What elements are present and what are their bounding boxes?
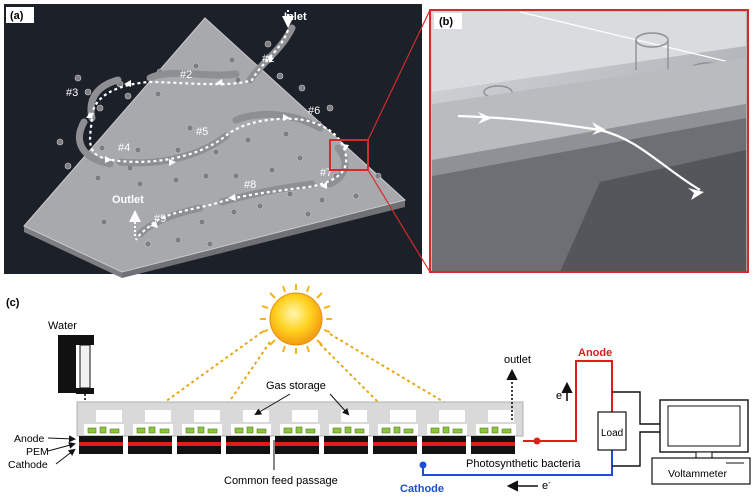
load-box bbox=[597, 411, 627, 451]
chip-side-left bbox=[24, 226, 122, 278]
panel-a: Inlet Outlet #1 #2 #3 #4 #5 #6 #7 #8 #9 … bbox=[4, 4, 422, 278]
chamber-label-3: #3 bbox=[66, 87, 78, 99]
panel-a-tag-box bbox=[6, 7, 34, 23]
load-label: Load bbox=[601, 428, 623, 439]
electrode-stack bbox=[79, 436, 515, 454]
panel-b: (b) bbox=[429, 9, 749, 273]
chamber-label-6: #6 bbox=[308, 105, 320, 117]
gas-storage-pointers bbox=[254, 393, 350, 416]
flow-arrows bbox=[86, 56, 349, 228]
cathode-wire bbox=[422, 450, 613, 476]
edge-highlight bbox=[519, 11, 747, 67]
voltammeter-leads bbox=[612, 391, 662, 467]
chamber-label-5: #5 bbox=[196, 126, 208, 138]
panel-b-tag-box bbox=[434, 13, 462, 29]
voltammeter-icon bbox=[651, 399, 751, 485]
outlet-label-c: outlet bbox=[504, 354, 531, 366]
bacteria-icons bbox=[87, 426, 512, 434]
pem-layer-label: PEM bbox=[26, 446, 49, 458]
voltammeter-label: Voltammeter bbox=[668, 468, 727, 480]
anode-layer-label: Anode bbox=[14, 433, 45, 445]
anode-wire bbox=[523, 360, 613, 442]
chamber-label-8: #8 bbox=[244, 179, 256, 191]
panel-c: (c) Water bbox=[6, 284, 751, 495]
channel-floor-edge bbox=[432, 104, 746, 176]
gas-storage-label: Gas storage bbox=[266, 380, 326, 392]
zoom-connector-top bbox=[367, 9, 431, 141]
zoom-box bbox=[329, 139, 369, 171]
flow-path bbox=[88, 29, 348, 241]
channel-shadow bbox=[560, 150, 746, 272]
panel-c-tag: (c) bbox=[6, 297, 20, 309]
cathode-layer-label: Cathode bbox=[8, 459, 48, 471]
pump-body bbox=[58, 335, 76, 393]
water-label: Water bbox=[48, 320, 77, 332]
chamber-label-2: #2 bbox=[180, 69, 192, 81]
panel-b-frame bbox=[429, 9, 749, 273]
panel-a-tag: (a) bbox=[10, 10, 24, 22]
cathode-wire-label: Cathode bbox=[400, 483, 444, 495]
pump-clamp-bottom bbox=[76, 388, 94, 394]
chip-side-right bbox=[122, 200, 405, 278]
common-feed-label: Common feed passage bbox=[224, 475, 338, 487]
chamber-label-4: #4 bbox=[118, 142, 130, 154]
chip-wells bbox=[56, 40, 382, 248]
sun-icon bbox=[260, 284, 332, 354]
bacteria-label: Photosynthetic bacteria bbox=[466, 458, 581, 470]
anode-wire-label: Anode bbox=[578, 347, 612, 359]
panel-b-tag: (b) bbox=[439, 16, 453, 28]
streamline-arrows bbox=[478, 112, 704, 200]
layer-pointers bbox=[47, 435, 76, 465]
syringe-barrel bbox=[79, 344, 91, 389]
chamber-label-1: #1 bbox=[262, 53, 274, 65]
channel-top-surface bbox=[432, 12, 746, 92]
pump-clamp-top bbox=[76, 335, 94, 345]
electron-up-label: e- bbox=[556, 388, 565, 402]
chamber-labels: #1 #2 #3 #4 #5 #6 #7 #8 #9 bbox=[66, 53, 332, 225]
channel-interior bbox=[432, 58, 746, 160]
gas-storage-pockets bbox=[96, 410, 514, 422]
zoom-connector-bottom bbox=[367, 169, 431, 273]
inlet-label: Inlet bbox=[284, 11, 307, 23]
chamber-label-9: #9 bbox=[154, 213, 166, 225]
electron-left-label: e- bbox=[542, 478, 551, 492]
outlet-label: Outlet bbox=[112, 194, 144, 206]
